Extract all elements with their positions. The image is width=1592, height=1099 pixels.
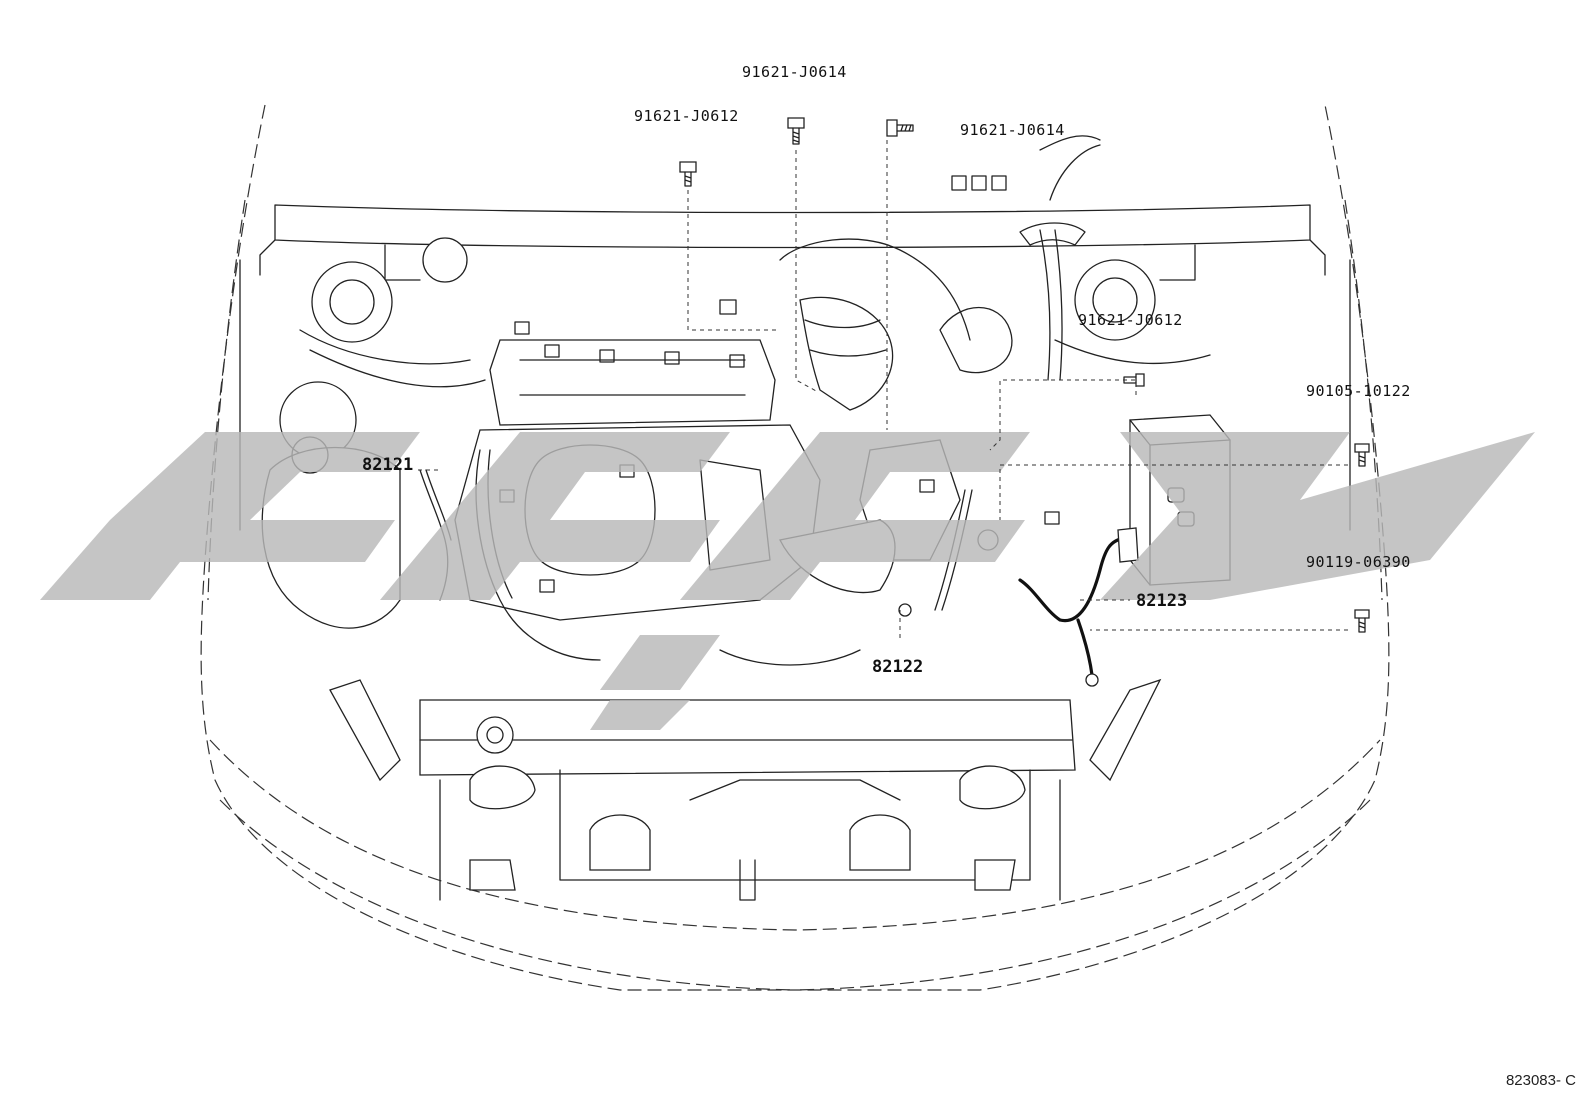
cowl-panel (259, 204, 1326, 281)
callout-bolt-90119-06390: 90119-06390 (1306, 553, 1411, 571)
callout-bolt-91621-j0612-left: 91621-J0612 (634, 107, 739, 125)
left-strut-tower (299, 237, 486, 388)
bolt-icon (886, 119, 914, 137)
callout-bolt-90105-10122: 90105-10122 (1306, 382, 1411, 400)
radiator-support (419, 699, 1076, 901)
callout-cable-82121: 82121 (362, 455, 413, 475)
bolt-icon (1354, 609, 1370, 633)
front-lamps (329, 678, 1162, 901)
washer-reservoir (261, 381, 401, 629)
bolt-icon (1354, 443, 1370, 467)
callout-cable-82122: 82122 (872, 657, 923, 677)
callout-cable-82123: 82123 (1136, 591, 1187, 611)
diagram-reference-code: 823083- C (1505, 1072, 1576, 1089)
ground-cable-82123 (1018, 527, 1139, 687)
watermark-logo (40, 432, 1535, 730)
bolt-icon (787, 117, 805, 145)
wiring-harness (475, 135, 1101, 666)
bolt-icon (679, 161, 697, 187)
engine-connectors (499, 175, 1060, 593)
leader-lines (418, 140, 1348, 640)
callout-bolt-91621-j0614-right: 91621-J0614 (960, 121, 1065, 139)
callout-bolt-91621-j0614-center: 91621-J0614 (742, 63, 847, 81)
right-strut-tower (1054, 259, 1211, 365)
callout-bolt-91621-j0612-right: 91621-J0612 (1078, 311, 1183, 329)
